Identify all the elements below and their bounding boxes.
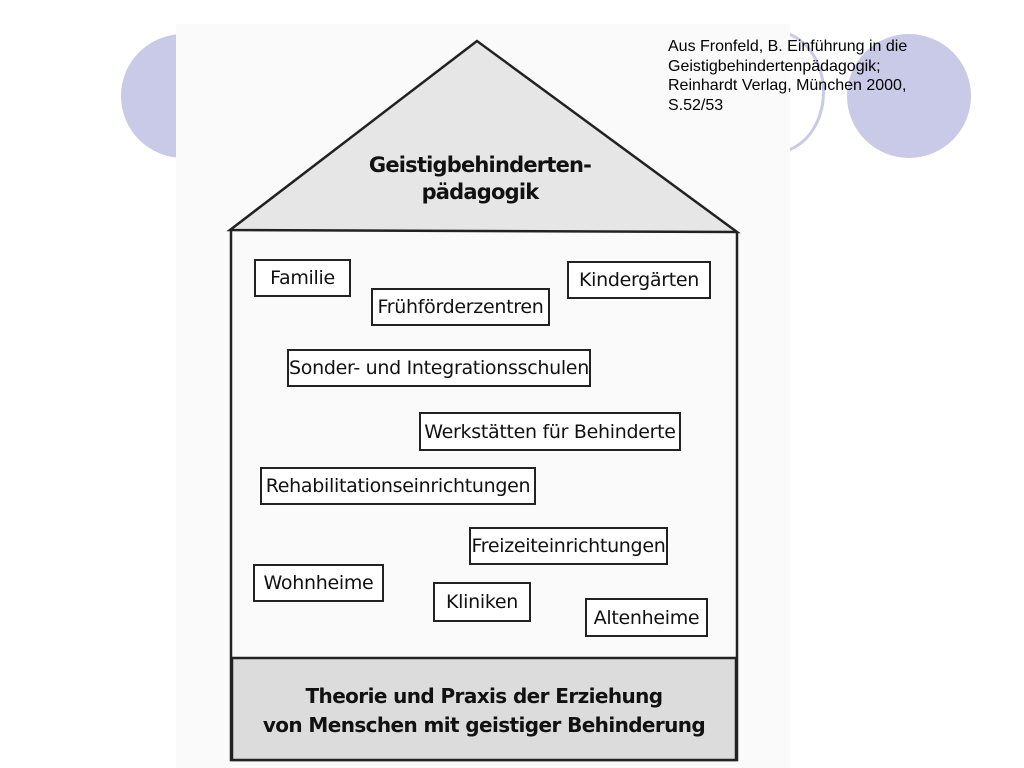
box-kliniken: Kliniken <box>433 582 531 622</box>
box-wohnheime: Wohnheime <box>253 564 384 602</box>
citation-text: Aus Fronfeld, B. Einführung in die Geist… <box>668 37 988 115</box>
box-fruehfoerderzentren: Frühförderzentren <box>371 288 550 326</box>
box-freizeiteinrichtungen: Freizeiteinrichtungen <box>469 527 668 565</box>
foundation-title-line: von Menschen mit geistiger Behinderung <box>262 713 706 737</box>
box-rehabilitationseinrichtungen: Rehabilitationseinrichtungen <box>260 467 536 505</box>
roof-title-line: pädagogik <box>421 180 540 204</box>
house-foundation <box>230 656 738 762</box>
citation-line: Reinhardt Verlag, München 2000, <box>668 77 907 94</box>
foundation-title: Theorie und Praxis der Erziehung von Men… <box>232 682 736 740</box>
box-altenheime: Altenheime <box>585 598 708 637</box>
decorative-circle-right <box>847 34 971 158</box>
foundation-title-line: Theorie und Praxis der Erziehung <box>305 684 664 708</box>
citation-line: Geistigbehindertenpädagogik; <box>668 57 881 75</box>
house-roof <box>226 39 741 234</box>
box-kindergaerten: Kindergärten <box>567 261 711 299</box>
box-sonder-und-integrationsschulen: Sonder- und Integrationsschulen <box>287 349 591 387</box>
box-familie: Familie <box>254 259 351 297</box>
roof-title: Geistigbehinderten- pädagogik <box>330 152 630 206</box>
citation-line: Aus Fronfeld, B. Einführung in die <box>668 38 908 55</box>
roof-title-line: Geistigbehinderten- <box>368 153 592 177</box>
box-werkstaetten: Werkstätten für Behinderte <box>419 412 681 451</box>
citation-line: S.52/53 <box>668 96 724 114</box>
